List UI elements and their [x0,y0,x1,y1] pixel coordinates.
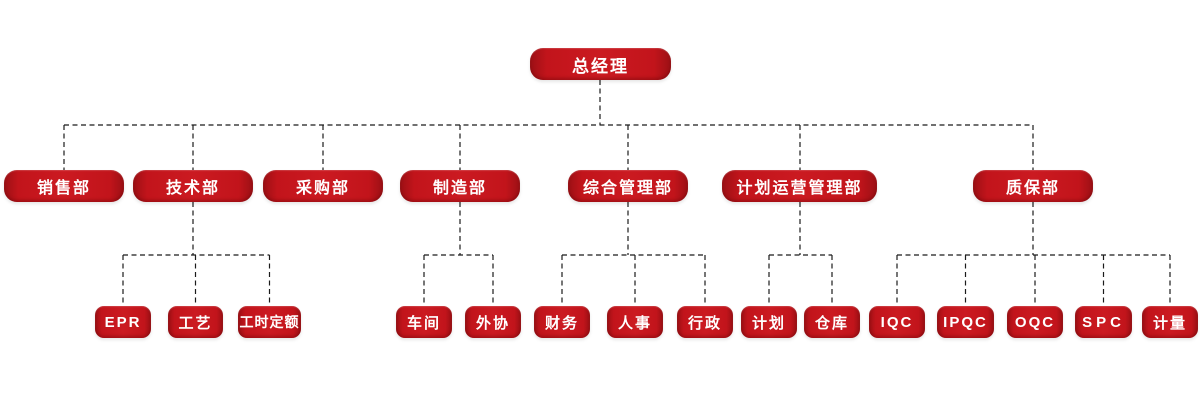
node-purchasing-dept: 采购部 [263,170,383,202]
node-spc: SPC [1075,306,1132,338]
node-planning: 计划 [741,306,797,338]
connector-root-to-departments [63,80,1034,170]
connector-planning-operations-children [768,202,833,306]
node-warehouse: 仓库 [804,306,860,338]
node-work-hour-quota: 工时定额 [238,306,301,338]
node-general-management-dept: 综合管理部 [568,170,688,202]
connector-general-management-children [561,202,706,306]
node-planning-operations-dept: 计划运营管理部 [722,170,877,202]
node-administration: 行政 [677,306,733,338]
node-workshop: 车间 [396,306,452,338]
connector-technology-children [122,202,271,306]
node-finance: 财务 [534,306,590,338]
connector-manufacturing-children [423,202,494,306]
node-manufacturing-dept: 制造部 [400,170,520,202]
node-technology-dept: 技术部 [133,170,253,202]
node-quality-assurance-dept: 质保部 [973,170,1093,202]
connector-quality-assurance-children [896,202,1171,306]
node-sales-dept: 销售部 [4,170,124,202]
node-outsourcing: 外协 [465,306,521,338]
node-process: 工艺 [168,306,223,338]
node-metrology: 计量 [1142,306,1198,338]
node-epr: EPR [95,306,151,338]
node-ipqc: IPQC [937,306,994,338]
node-hr: 人事 [607,306,663,338]
node-oqc: OQC [1007,306,1063,338]
node-general-manager: 总经理 [530,48,671,80]
node-iqc: IQC [869,306,925,338]
